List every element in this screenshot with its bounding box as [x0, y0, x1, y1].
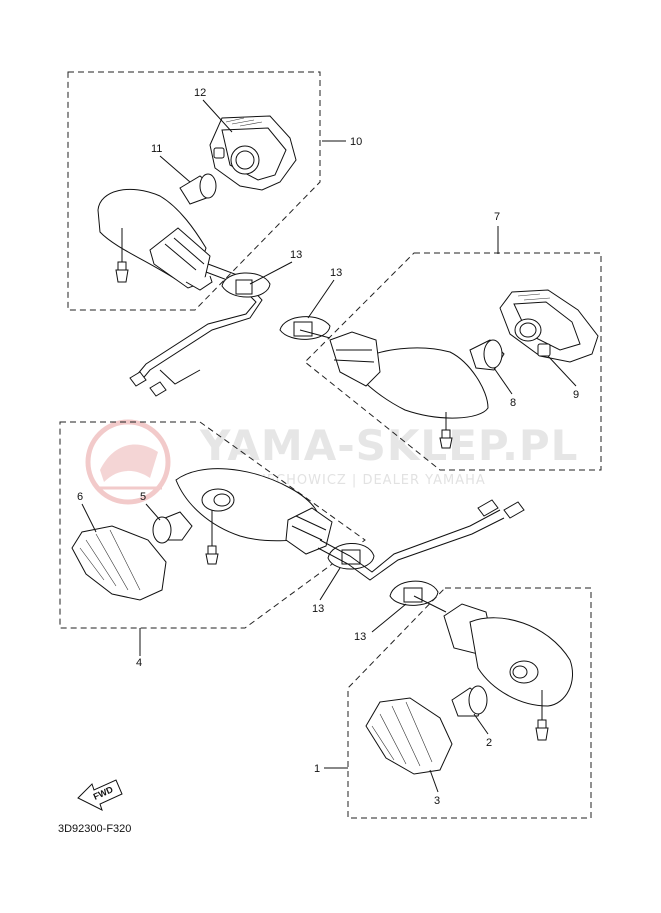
callout-4: 4 [136, 657, 142, 669]
bulb-5 [152, 511, 193, 544]
callout-7: 7 [494, 211, 500, 223]
housing-10 [97, 189, 213, 291]
watermark: YAMA-SKLEP.PL WOJCIECHOWICZ | DEALER YAM… [85, 419, 577, 505]
lens-12 [209, 115, 297, 191]
assembly-7 [279, 289, 599, 449]
bulb-2 [451, 685, 488, 717]
callout-6: 6 [77, 491, 83, 503]
assembly-10 [97, 115, 297, 397]
callout-9: 9 [573, 389, 579, 401]
grommet-13-top [221, 272, 271, 298]
group-box-10 [67, 71, 321, 311]
housing-1 [443, 603, 574, 741]
grommet-13-mid [279, 316, 331, 340]
callouts: 12 11 10 13 7 13 8 9 6 5 4 13 13 [77, 87, 579, 807]
housing-4 [175, 468, 333, 565]
callout-3: 3 [434, 795, 440, 807]
callout-8: 8 [510, 397, 516, 409]
bulb-11 [179, 173, 217, 205]
callout-2: 2 [486, 737, 492, 749]
group-box-7 [304, 252, 602, 471]
group-box-1 [347, 587, 592, 819]
assembly-1 [365, 580, 574, 775]
callout-11: 11 [151, 143, 162, 155]
grommet-13-lower [389, 580, 439, 606]
callout-13-d: 13 [354, 631, 366, 643]
watermark-logo [85, 419, 171, 505]
callout-13-c: 13 [312, 603, 324, 615]
lens-3 [365, 697, 453, 775]
callout-13-a: 13 [290, 249, 302, 261]
housing-7 [329, 331, 489, 449]
callout-1: 1 [314, 763, 320, 775]
watermark-subtitle: WOJCIECHOWICZ | DEALER YAMAHA [222, 473, 486, 488]
callout-12: 12 [194, 87, 206, 99]
lens-6 [71, 525, 167, 601]
callout-13-b: 13 [330, 267, 342, 279]
assembly-4 [71, 468, 525, 601]
bulb-8 [469, 339, 505, 371]
diagram-code: 3D92300-F320 [58, 823, 131, 835]
lens-9 [499, 289, 599, 363]
fwd-arrow-icon: FWD [77, 779, 123, 811]
callout-5: 5 [140, 491, 146, 503]
group-box-4 [59, 421, 366, 629]
callout-10: 10 [350, 136, 362, 148]
